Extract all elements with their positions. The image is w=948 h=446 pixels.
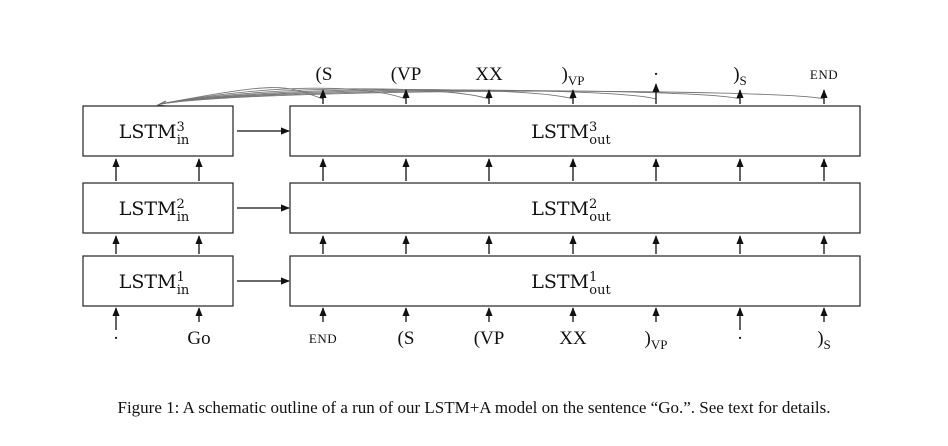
decoder-input-token: · xyxy=(737,328,743,349)
decoder-lstm-layer-3 xyxy=(289,105,861,157)
figure-caption: Figure 1: A schematic outline of a run o… xyxy=(117,398,830,417)
decoder-input-token: XX xyxy=(559,328,587,349)
decoder-input-token: (VP xyxy=(474,328,505,349)
attention-line xyxy=(159,90,825,105)
attention-line xyxy=(159,89,657,105)
attention-line xyxy=(159,88,574,105)
input-token: · xyxy=(113,328,119,349)
attention-lines xyxy=(156,87,825,107)
decoder-output-token: )VP xyxy=(562,64,585,88)
decoder-input-token: (S xyxy=(398,328,415,349)
decoder-input-token: )S xyxy=(817,328,831,352)
connection-arrows xyxy=(112,83,828,330)
token-labels: · Go END (S (VP XX )VP · )S (S (VP XX )VP · )S END xyxy=(113,64,838,352)
encoder-lstm-layer-1 xyxy=(82,255,234,307)
decoder-output-token: (VP xyxy=(391,64,422,85)
encoder-lstm-layer-2 xyxy=(82,182,234,234)
decoder-output-token: · xyxy=(653,64,659,85)
attention-line xyxy=(159,90,741,105)
decoder-lstm-layer-2 xyxy=(289,182,861,234)
decoder-output-token: END xyxy=(810,67,838,82)
decoder-lstm-layer-1 xyxy=(289,255,861,307)
decoder-output-token: )S xyxy=(733,64,747,88)
decoder-output-token: (S xyxy=(316,64,333,85)
decoder-input-token: )VP xyxy=(645,328,668,352)
decoder-input-token: END xyxy=(309,331,337,346)
encoder-lstm-layer-3 xyxy=(82,105,234,157)
decoder-output-token: XX xyxy=(475,64,503,85)
input-token: Go xyxy=(187,328,210,349)
attention-line xyxy=(159,88,490,105)
attention-line xyxy=(159,87,407,105)
